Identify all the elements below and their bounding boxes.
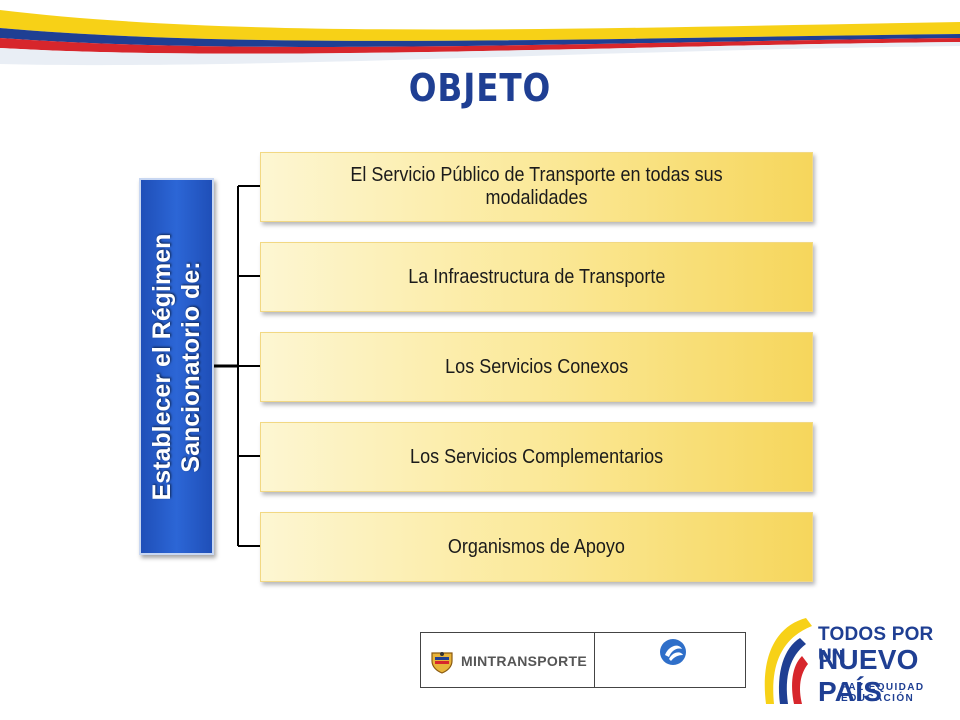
- branch-node-label: El Servicio Público de Transporte en tod…: [350, 164, 723, 209]
- branch-node-label: Los Servicios Conexos: [444, 355, 629, 378]
- branch-node-label: Organismos de Apoyo: [447, 535, 626, 558]
- mintransporte-logo: MINTRANSPORTE: [429, 647, 587, 675]
- logo-divider: [594, 633, 595, 687]
- slogan-emblem-icon: [764, 618, 812, 704]
- branch-node-servicios-conexos: Los Servicios Conexos: [260, 332, 813, 402]
- superintendencia-logo: [660, 639, 686, 665]
- root-node: Establecer el Régimen Sancionatorio de:: [139, 178, 214, 555]
- branch-node-servicio-publico: El Servicio Público de Transporte en tod…: [260, 152, 813, 222]
- root-node-label: Establecer el Régimen Sancionatorio de:: [147, 233, 205, 500]
- slogan-line-3: PAZ EQUIDAD EDUCACIÓN: [841, 682, 925, 704]
- branch-node-servicios-complementarios: Los Servicios Complementarios: [260, 422, 813, 492]
- slogan-line-2: NUEVO PAÍS: [818, 644, 919, 707]
- branch-node-infraestructura: La Infraestructura de Transporte: [260, 242, 813, 312]
- institutional-logos: MINTRANSPORTE: [420, 632, 746, 688]
- todos-por-un-nuevo-pais-logo: TODOS POR UN NUEVO PAÍS PAZ EQUIDAD EDUC…: [756, 612, 960, 712]
- branch-node-label: Los Servicios Complementarios: [409, 445, 664, 468]
- mintransporte-label: MINTRANSPORTE: [461, 653, 588, 669]
- coat-of-arms-icon: [431, 652, 453, 674]
- branch-node-organismos-apoyo: Organismos de Apoyo: [260, 512, 813, 582]
- slogan-line-1: TODOS POR UN: [818, 624, 934, 667]
- branch-node-label: La Infraestructura de Transporte: [407, 265, 666, 288]
- page-title: OBJETO: [408, 66, 552, 110]
- flag-stripes-decoration: [0, 10, 960, 66]
